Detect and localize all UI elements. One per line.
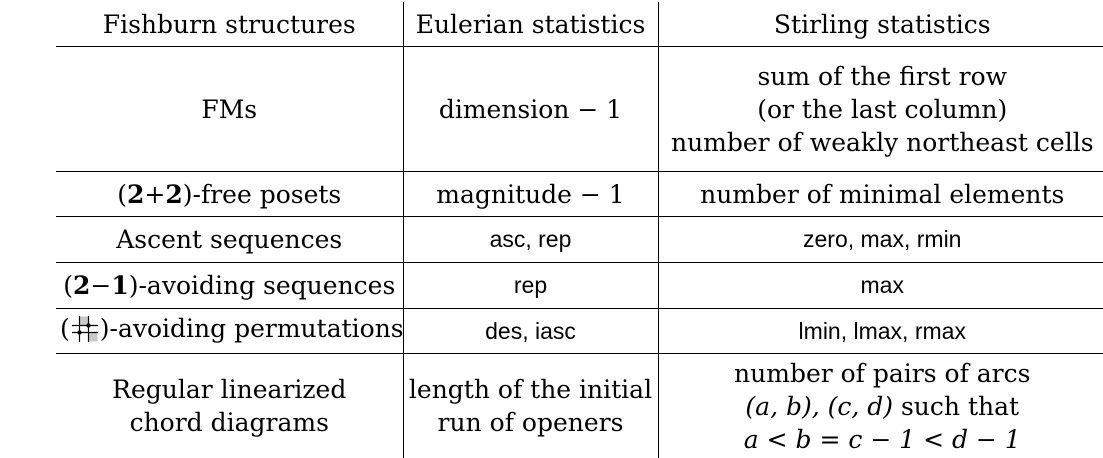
avoidperm-open-paren: ( [60, 314, 70, 343]
poset-open-paren: ( [117, 180, 127, 209]
poset-rest-text: )-free posets [183, 180, 342, 209]
table-row-avoiding-permutations: ( )-avoiding permutations des, iasc lmin… [56, 309, 1103, 354]
cell-eulerian-avoid-perm: des, iasc [403, 309, 658, 354]
avoidseq-rest-text: )-avoiding sequences [129, 271, 396, 300]
cell-stirling-fms: sum of the first row (or the last column… [658, 47, 1103, 172]
cell-eulerian-chord: length of the initial run of openers [403, 354, 658, 458]
cell-stirling-posets: number of minimal elements [658, 172, 1103, 217]
table-row-fms: FMs dimension − 1 sum of the first row (… [56, 47, 1103, 172]
avoidseq-minus: − [90, 271, 111, 300]
chord-stirling-line-2: (a, b), (c, d) such that [663, 390, 1103, 423]
cell-structure-avoid-perm: ( )-avoiding permutations [56, 309, 403, 354]
stirling-fms-line-2: (or the last column) [663, 93, 1103, 126]
cell-structure-posets: (2+2)-free posets [56, 172, 403, 217]
cell-stirling-ascent: zero, max, rmin [658, 217, 1103, 263]
header-stirling-statistics: Stirling statistics [658, 2, 1103, 47]
cell-structure-ascent: Ascent sequences [56, 217, 403, 263]
table-row-ascent-sequences: Ascent sequences asc, rep zero, max, rmi… [56, 217, 1103, 263]
cell-structure-chord: Regular linearized chord diagrams [56, 354, 403, 458]
table-row-posets: (2+2)-free posets magnitude − 1 number o… [56, 172, 1103, 217]
poset-plus: + [144, 180, 165, 209]
table-row-chord-diagrams: Regular linearized chord diagrams length… [56, 354, 1103, 458]
avoidseq-open-paren: ( [63, 271, 73, 300]
statistics-table: Fishburn structures Eulerian statistics … [56, 2, 1103, 458]
header-row: Fishburn structures Eulerian statistics … [56, 2, 1103, 47]
cell-eulerian-ascent: asc, rep [403, 217, 658, 263]
cell-eulerian-avoid-seq: rep [403, 263, 658, 309]
chord-structure-line-2: chord diagrams [60, 406, 399, 439]
cell-stirling-avoid-seq: max [658, 263, 1103, 309]
poset-bold-2a: 2 [127, 180, 144, 209]
mesh-pattern-icon [72, 316, 98, 350]
cell-eulerian-posets: magnitude − 1 [403, 172, 658, 217]
avoidseq-bold-2: 2 [73, 271, 90, 300]
cell-eulerian-fms: dimension − 1 [403, 47, 658, 172]
chord-structure-line-1: Regular linearized [60, 373, 399, 406]
chord-such-that: such that [893, 392, 1019, 421]
poset-bold-2b: 2 [165, 180, 182, 209]
cell-structure-avoid-seq: (2−1)-avoiding sequences [56, 263, 403, 309]
chord-eulerian-line-1: length of the initial [408, 373, 654, 406]
chord-stirling-line-1: number of pairs of arcs [663, 357, 1103, 390]
header-eulerian-statistics: Eulerian statistics [403, 2, 658, 47]
avoidperm-rest-text: )-avoiding permutations [100, 314, 404, 343]
table-row-avoiding-sequences: (2−1)-avoiding sequences rep max [56, 263, 1103, 309]
stirling-fms-line-1: sum of the first row [663, 60, 1103, 93]
chord-arcs-math: (a, b), (c, d) [745, 392, 893, 421]
stirling-fms-line-3: number of weakly northeast cells [663, 126, 1103, 159]
cell-stirling-avoid-perm: lmin, lmax, rmax [658, 309, 1103, 354]
avoidseq-bold-1: 1 [111, 271, 128, 300]
cell-structure-fms: FMs [56, 47, 403, 172]
header-fishburn-structures: Fishburn structures [56, 2, 403, 47]
chord-eulerian-line-2: run of openers [408, 406, 654, 439]
cell-stirling-chord: number of pairs of arcs (a, b), (c, d) s… [658, 354, 1103, 458]
